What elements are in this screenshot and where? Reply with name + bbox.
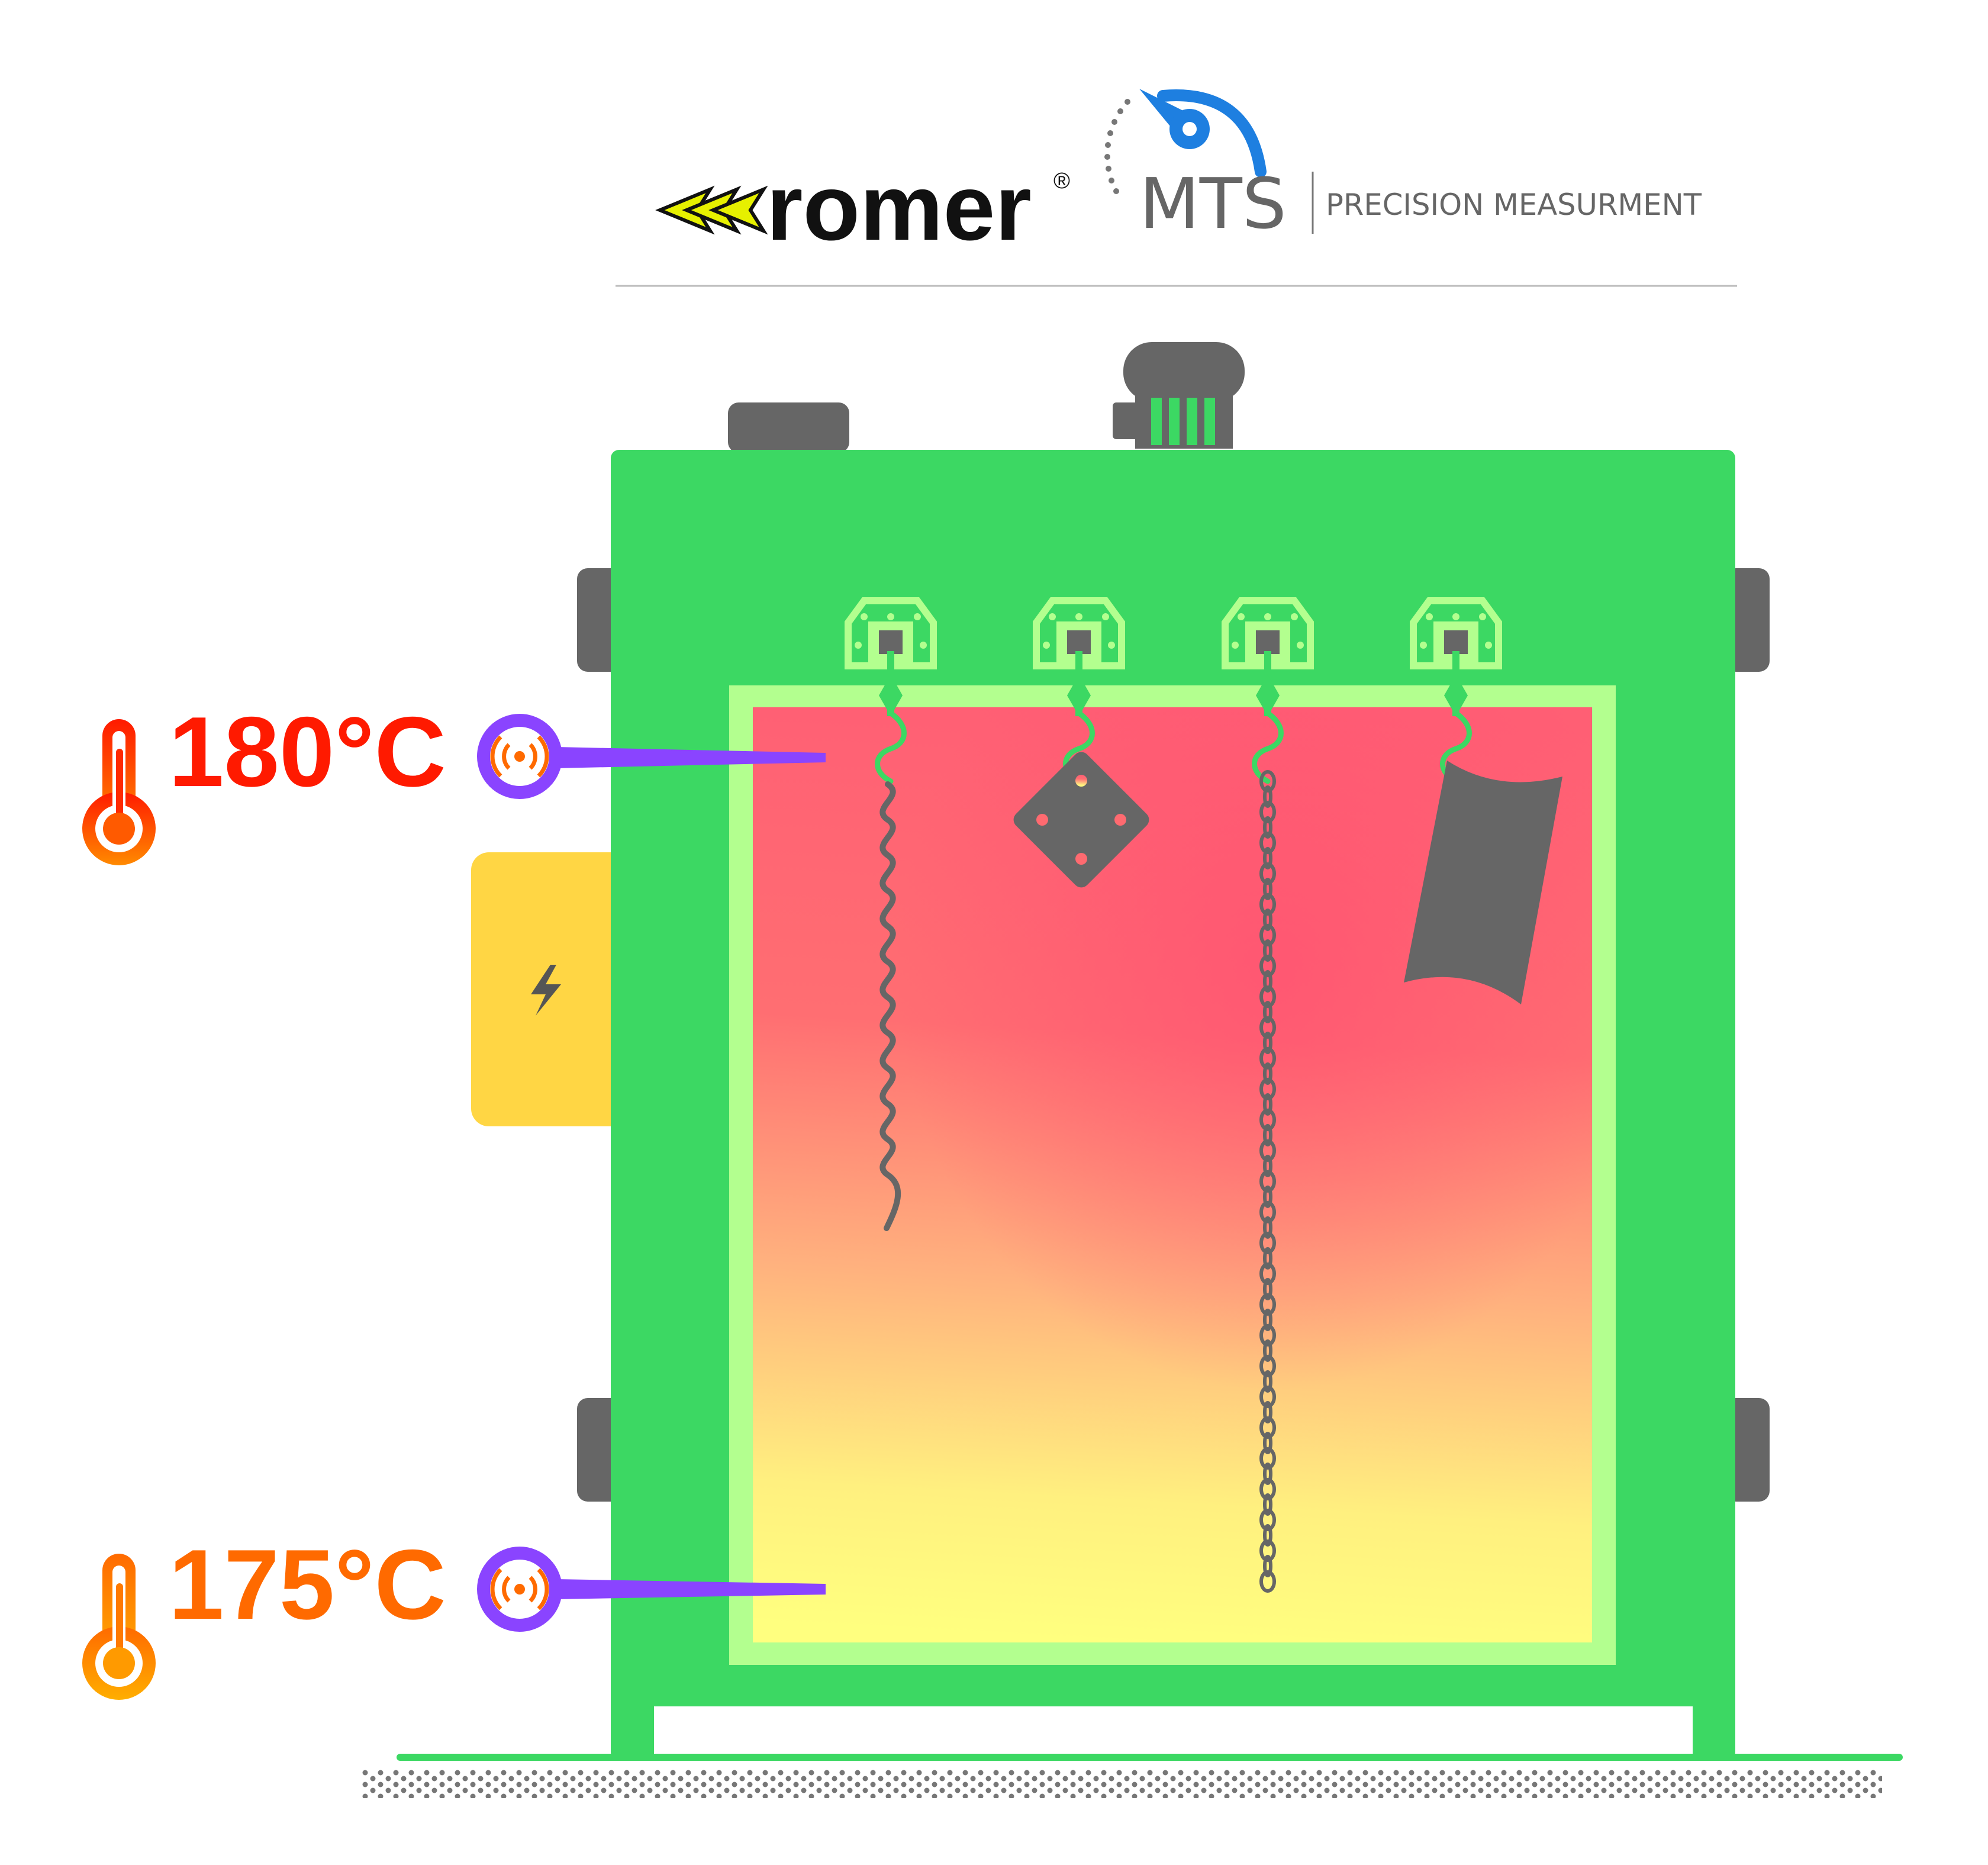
chain-link — [1263, 1278, 1272, 1300]
oven-top-vent — [728, 402, 849, 453]
hanger-mount-4 — [1410, 597, 1502, 784]
part-chain — [1259, 770, 1276, 1593]
chain-link — [1259, 1539, 1276, 1562]
chain-link — [1259, 1232, 1276, 1254]
chain-link — [1259, 1355, 1276, 1377]
sensor-probe-bottom — [477, 1547, 826, 1632]
sensor-probe-top — [477, 714, 826, 799]
chain-link — [1263, 1524, 1272, 1547]
chain-link — [1259, 832, 1276, 854]
mts-logo: MTS PRECISION MEASURMENT — [1104, 89, 1702, 244]
chain-link — [1263, 1463, 1272, 1485]
hinge-left-bottom — [577, 1398, 621, 1502]
chain-link — [1259, 862, 1276, 885]
chain-link — [1263, 1339, 1272, 1362]
part-spring — [879, 781, 901, 1231]
chain-link — [1263, 1247, 1272, 1270]
chain-link — [1263, 1309, 1272, 1331]
hanger-mount-3 — [1222, 597, 1314, 784]
hinge-left-top — [577, 568, 621, 672]
temperature-reading-bottom: 175°C — [169, 1529, 446, 1640]
romer-registered-mark: ® — [1053, 169, 1070, 194]
chain-link — [1259, 1293, 1276, 1316]
chain-link — [1259, 1447, 1276, 1470]
gauge-arc — [1157, 89, 1267, 178]
part-plate — [1013, 752, 1149, 888]
mts-tagline: PRECISION MEASURMENT — [1326, 188, 1702, 222]
chain-link — [1259, 955, 1276, 977]
hung-parts — [879, 752, 1562, 1593]
romer-logo: romer ® — [655, 156, 1070, 260]
chain-link — [1259, 1078, 1276, 1100]
chain-link — [1259, 1047, 1276, 1070]
chain-link — [1259, 1201, 1276, 1223]
chain-link — [1259, 1109, 1276, 1131]
chain-link — [1263, 1401, 1272, 1423]
chain-link — [1259, 893, 1276, 916]
chain-link — [1259, 1570, 1276, 1593]
latch-right-top — [1725, 568, 1770, 672]
chain-link — [1263, 816, 1272, 839]
chain-link — [1263, 1555, 1272, 1577]
chain-link — [1263, 939, 1272, 962]
chain-link — [1263, 1493, 1272, 1516]
lightning-icon — [531, 965, 561, 1016]
chain-link — [1259, 1170, 1276, 1193]
oven-fan-motor — [1113, 342, 1245, 449]
romer-wordmark: romer — [766, 156, 1032, 260]
chain-link — [1263, 1124, 1272, 1146]
thermometer-icon — [82, 1554, 156, 1700]
mts-wordmark: MTS — [1139, 163, 1287, 244]
chain-link — [1259, 1324, 1276, 1347]
hanger-rack — [845, 597, 1502, 784]
romer-arrows-icon — [655, 185, 768, 235]
chain-link — [1259, 1262, 1276, 1285]
hanger-mount-2 — [1033, 597, 1125, 784]
chain-link — [1263, 1032, 1272, 1054]
chain-link — [1259, 770, 1276, 793]
chain-link — [1263, 1432, 1272, 1454]
chain-link — [1263, 878, 1272, 900]
control-box — [471, 852, 643, 1126]
gauge-dots — [1104, 99, 1130, 194]
chain-link — [1259, 1139, 1276, 1162]
chain-link — [1263, 970, 1272, 993]
chain-link — [1259, 801, 1276, 823]
chain-link — [1259, 1416, 1276, 1439]
chain-link — [1259, 985, 1276, 1008]
chain-link — [1259, 1509, 1276, 1531]
chain-link — [1263, 1001, 1272, 1023]
gauge-needle-icon — [1139, 89, 1210, 149]
chain-link — [1263, 1093, 1272, 1116]
chain-link — [1263, 1370, 1272, 1393]
chain-link — [1263, 1062, 1272, 1085]
floor-ground — [361, 1770, 1882, 1798]
hanger-mount-1 — [845, 597, 937, 784]
latch-right-bottom — [1725, 1398, 1770, 1502]
chain-link — [1259, 1478, 1276, 1500]
floor-line — [397, 1754, 1903, 1761]
chain-link — [1263, 847, 1272, 869]
temperature-reading-top: 180°C — [169, 696, 446, 807]
chain-link — [1259, 1386, 1276, 1408]
chain-link — [1263, 1155, 1272, 1177]
chain-link — [1259, 924, 1276, 946]
chain-link — [1263, 785, 1272, 808]
chain-link — [1263, 1186, 1272, 1208]
chain-link — [1263, 1216, 1272, 1239]
chain-link — [1259, 1016, 1276, 1039]
chain-link — [1263, 909, 1272, 931]
part-bracket — [1404, 761, 1562, 1004]
thermometer-icon — [82, 719, 156, 865]
